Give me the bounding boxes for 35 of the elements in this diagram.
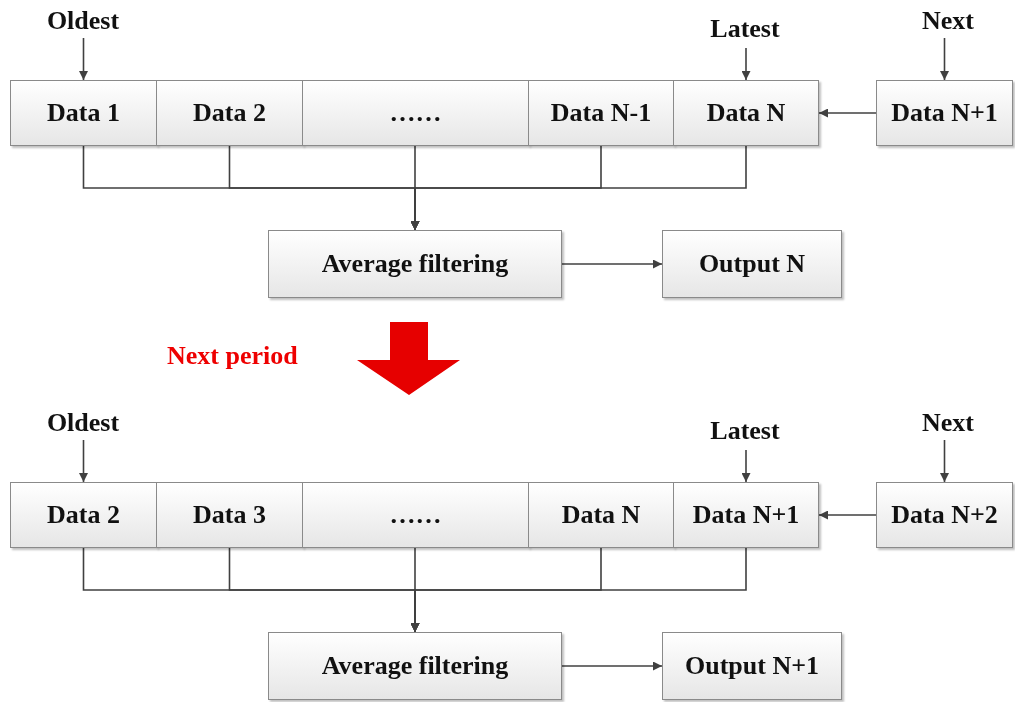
process-box: …… bbox=[302, 482, 529, 548]
process-box: Data N+1 bbox=[673, 482, 819, 548]
pointer-label: Next bbox=[898, 406, 998, 440]
process-box: Average filtering bbox=[268, 632, 562, 700]
pointer-label: Next bbox=[898, 4, 998, 38]
process-box: Data N+1 bbox=[876, 80, 1013, 146]
process-box: Data N bbox=[528, 482, 674, 548]
process-box: Average filtering bbox=[268, 230, 562, 298]
process-box: Data 1 bbox=[10, 80, 157, 146]
arrow bbox=[940, 439, 949, 483]
process-box: Output N bbox=[662, 230, 842, 298]
arrow bbox=[561, 661, 663, 671]
arrow bbox=[818, 510, 877, 520]
arrow bbox=[561, 259, 663, 269]
pointer-label: Latest bbox=[695, 10, 795, 48]
arrow bbox=[741, 47, 751, 81]
arrow bbox=[818, 108, 877, 118]
pointer-label: Oldest bbox=[33, 406, 133, 440]
arrow bbox=[410, 547, 747, 633]
arrow bbox=[410, 145, 747, 231]
pointer-label: Latest bbox=[695, 412, 795, 450]
process-box: Data 3 bbox=[156, 482, 303, 548]
process-box: Data N-1 bbox=[528, 80, 674, 146]
section-label: Next period bbox=[167, 341, 298, 371]
process-box: …… bbox=[302, 80, 529, 146]
process-box: Data N+2 bbox=[876, 482, 1013, 548]
process-box: Data 2 bbox=[156, 80, 303, 146]
arrow bbox=[940, 37, 949, 81]
arrow bbox=[79, 439, 88, 483]
arrow bbox=[79, 37, 88, 81]
pointer-label: Oldest bbox=[33, 4, 133, 38]
process-box: Data 2 bbox=[10, 482, 157, 548]
process-box: Output N+1 bbox=[662, 632, 842, 700]
arrow bbox=[741, 449, 751, 483]
process-box: Data N bbox=[673, 80, 819, 146]
